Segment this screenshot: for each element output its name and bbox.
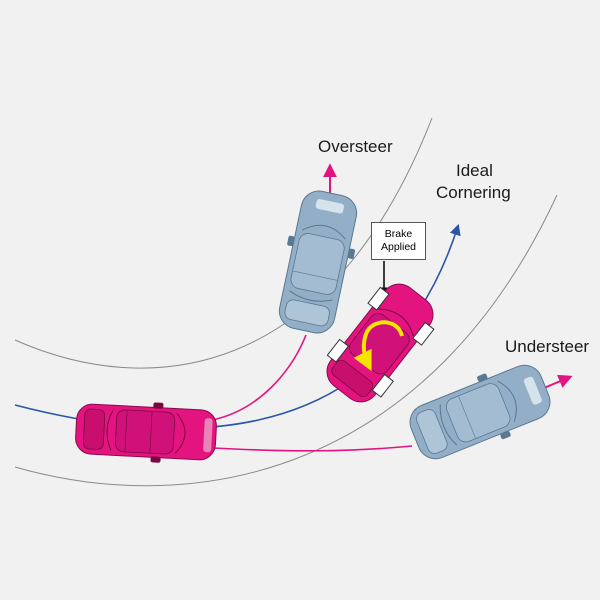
oversteer-label: Oversteer xyxy=(318,137,393,156)
yaw-correction-arrow xyxy=(353,320,404,372)
car-understeer xyxy=(409,364,551,460)
brake-label-line1: Brake xyxy=(384,228,413,240)
road-edge-outer xyxy=(14,194,558,487)
brake-label-line2: Applied xyxy=(380,241,417,253)
car-braking xyxy=(326,283,435,403)
road-edge-inner xyxy=(14,117,433,369)
brake-applied-callout: Brake Applied xyxy=(371,222,426,260)
wheel-rear-right xyxy=(371,373,394,398)
understeer-arrow xyxy=(543,374,573,389)
understeer-path xyxy=(212,445,413,452)
wheel-front-right xyxy=(412,321,435,346)
car-entry xyxy=(75,402,217,463)
ideal-label-line2: Cornering xyxy=(436,183,511,202)
wheel-front-left xyxy=(367,286,390,311)
car-oversteer xyxy=(278,190,358,334)
oversteer-path xyxy=(211,334,307,421)
ideal-label-line1: Ideal xyxy=(456,161,493,180)
understeer-label: Understeer xyxy=(505,337,590,356)
wheel-rear-left xyxy=(326,338,350,363)
